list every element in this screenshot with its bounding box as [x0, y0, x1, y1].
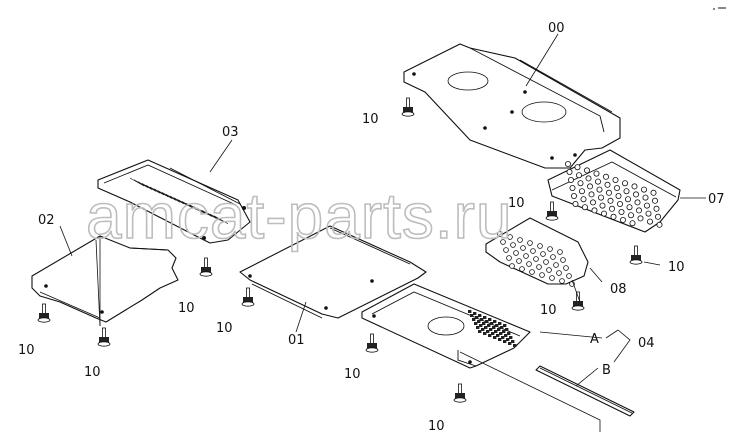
label-08: 08	[610, 282, 627, 297]
bolt	[453, 383, 467, 403]
bolt	[545, 201, 559, 221]
label-bolt-10: 10	[178, 301, 195, 316]
grille-cover-03	[97, 159, 251, 244]
bolt	[37, 303, 51, 323]
label-bolt-10: 10	[344, 367, 361, 382]
part-labels: 00 03 02 01 07 08 A 04 B 10 10 10 10 10 …	[18, 21, 725, 434]
bolt	[199, 257, 213, 277]
bolt-set	[37, 97, 643, 403]
seal-strip-b	[535, 365, 635, 417]
label-b: B	[602, 363, 611, 378]
round-opening	[427, 316, 465, 336]
mesh-area	[468, 310, 517, 347]
bolt	[365, 333, 379, 353]
grille-slots	[129, 177, 229, 225]
bolt	[401, 97, 415, 117]
label-bolt-10: 10	[668, 260, 685, 275]
label-bolt-10: 10	[540, 303, 557, 318]
bolt	[97, 327, 111, 347]
bolt	[571, 291, 585, 311]
bolt	[629, 245, 643, 265]
bottom-plate-01	[239, 225, 427, 319]
perforation-holes	[565, 160, 663, 228]
label-00: 00	[548, 21, 565, 36]
corner-mark	[713, 7, 726, 10]
label-04: 04	[638, 336, 655, 351]
perforation-holes	[497, 231, 575, 287]
label-bolt-10: 10	[84, 365, 101, 380]
leader-lines	[59, 33, 706, 387]
cover-plate-00	[403, 43, 621, 169]
perforated-plate-07	[547, 149, 681, 233]
bottom-plate-02	[31, 235, 179, 323]
label-bolt-10: 10	[428, 419, 445, 434]
label-03: 03	[222, 125, 239, 140]
seal-outline-a	[459, 351, 601, 432]
label-bolt-10: 10	[18, 343, 35, 358]
label-bolt-10: 10	[508, 196, 525, 211]
round-opening	[447, 71, 489, 91]
label-07: 07	[708, 192, 725, 207]
label-a: A	[590, 332, 599, 347]
label-01: 01	[288, 333, 305, 348]
perforated-plate-08	[485, 217, 589, 287]
access-cover-04	[361, 283, 531, 369]
label-02: 02	[38, 213, 55, 228]
watermark-text: amcat-parts.ru	[86, 180, 513, 252]
round-opening	[521, 101, 567, 123]
bolt	[241, 287, 255, 307]
label-bolt-10: 10	[362, 112, 379, 127]
label-bolt-10: 10	[216, 321, 233, 336]
